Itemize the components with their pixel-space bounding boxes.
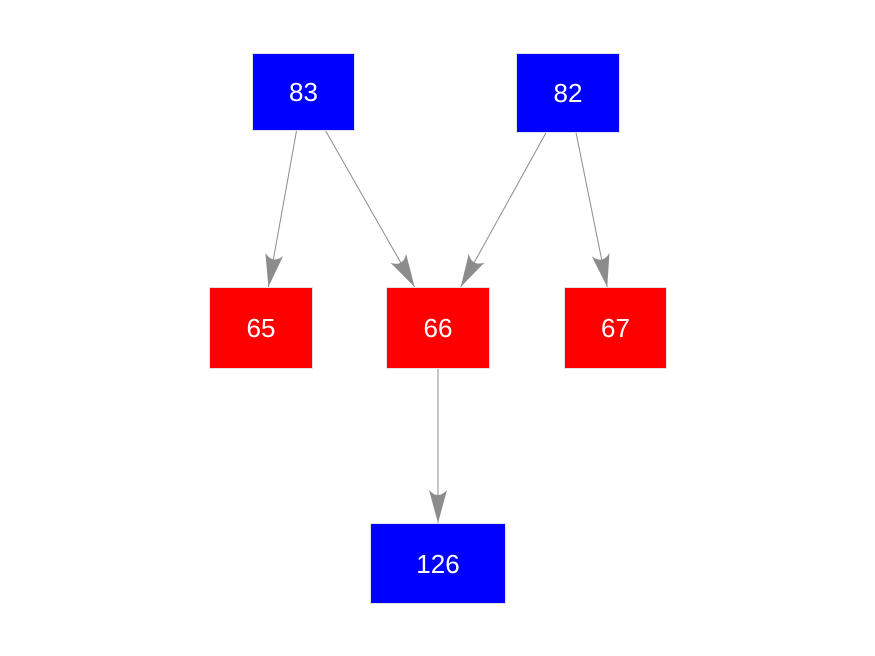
graph-node-label: 66 [423,313,453,343]
graph-node-66: 66 [386,287,490,369]
graph-node-label: 82 [553,78,583,108]
graph-node-label: 67 [601,313,630,343]
graph-edge-82-to-66 [460,132,547,288]
graph-node-82: 82 [516,53,620,133]
graph-node-65: 65 [209,287,313,369]
graph-node-126: 126 [370,523,506,604]
graph-node-label: 65 [246,313,276,343]
graph-node-label: 83 [289,77,318,107]
graph-node-67: 67 [564,287,667,369]
graph-edge-83-to-65 [265,130,297,288]
graph-node-label: 126 [416,548,460,579]
graph-edge-83-to-66 [325,130,416,288]
graph-node-83: 83 [252,53,355,131]
graph-edge-82-to-67 [575,132,610,288]
